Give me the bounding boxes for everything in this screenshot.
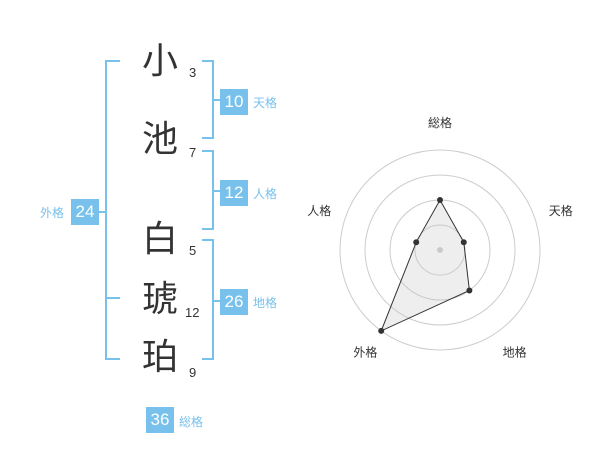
gaikaku-value: 24 [71, 199, 99, 225]
name-char-4: 琥 [141, 279, 178, 320]
name-char-2: 池 [141, 119, 178, 160]
chikaku-bracket [202, 239, 214, 360]
radar-point-3 [466, 287, 473, 294]
radar-axis-label-1: 総格 [428, 115, 452, 130]
radar-point-1 [437, 197, 443, 203]
radar-polygon [380, 198, 470, 332]
name-char-5: 珀 [141, 337, 178, 378]
radar-center-dot [437, 247, 443, 253]
radar-point-5 [413, 239, 420, 246]
radar-point-2 [460, 239, 467, 246]
gaikaku-label: 外格 [40, 206, 65, 220]
stroke-count-1: 3 [189, 65, 197, 80]
jinkaku-label: 人格 [253, 187, 278, 201]
stroke-count-5: 9 [189, 365, 197, 380]
radar-axis-label-3: 地格 [503, 345, 527, 360]
radar-axis-label-5: 人格 [307, 203, 331, 218]
stroke-count-4: 12 [185, 305, 200, 320]
stroke-count-2: 7 [189, 145, 197, 160]
tenkaku-label: 天格 [253, 96, 278, 110]
radar-ring-3 [364, 174, 516, 326]
jinkaku-value: 12 [220, 180, 248, 206]
tenkaku-value: 10 [220, 89, 248, 115]
gaikaku-bracket [105, 60, 120, 360]
soukaku-label: 総格 [179, 415, 204, 429]
chikaku-label: 地格 [253, 296, 278, 310]
radar-axis-label-2: 天格 [549, 203, 573, 218]
radar-ring-4 [339, 149, 541, 351]
soukaku-value: 36 [146, 407, 174, 433]
name-char-1: 小 [141, 41, 178, 82]
radar-axis-label-4: 外格 [353, 345, 377, 360]
chikaku-value: 26 [220, 289, 248, 315]
radar-point-4 [378, 327, 385, 334]
name-char-3: 白 [141, 219, 178, 260]
stroke-count-3: 5 [189, 243, 197, 258]
